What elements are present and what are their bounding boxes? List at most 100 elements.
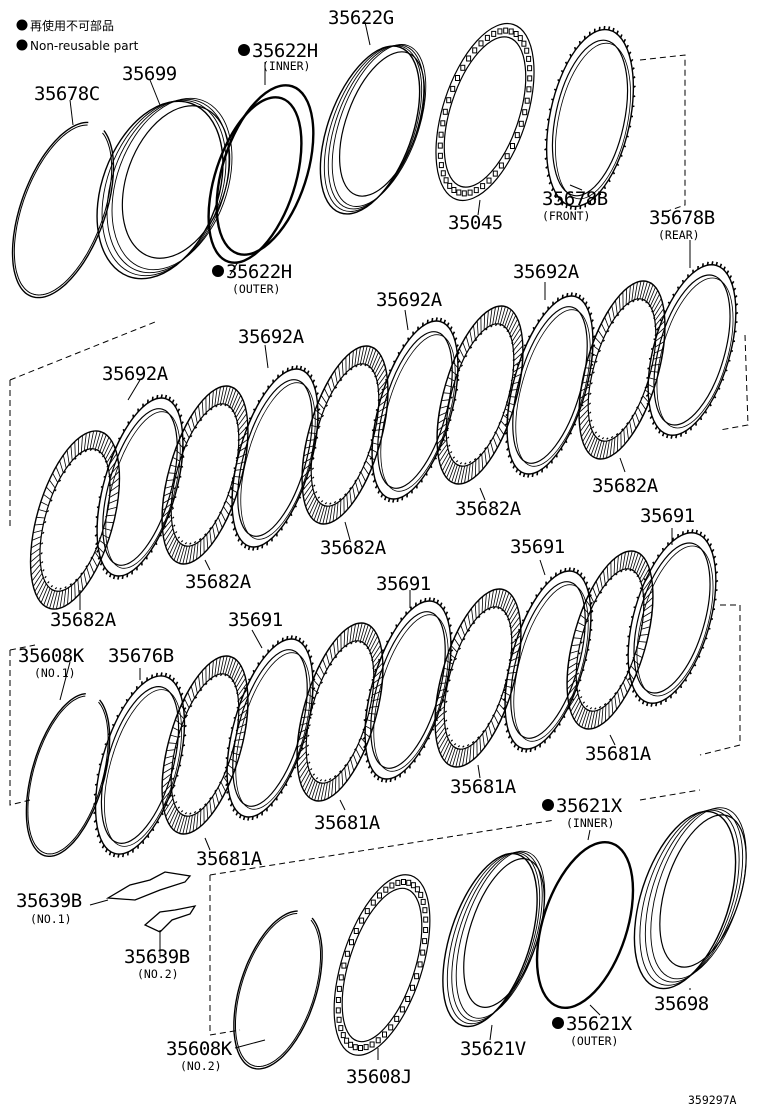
part-label-35691-4: 35691 — [640, 505, 695, 527]
leader-line — [589, 1004, 601, 1016]
part-label-35681A-4: 35681A — [585, 743, 652, 765]
spring-retainer-35608J-roller — [349, 939, 354, 946]
drum-35698-rim-0 — [633, 810, 737, 990]
spring-retainer-35608J-roller — [389, 882, 395, 889]
plate-35691-b-teeth — [362, 597, 454, 783]
leader-line — [479, 487, 486, 501]
bearing-35045-roller — [497, 28, 503, 35]
spring-retainer-35608J-roller — [395, 879, 401, 886]
part-label-35682A-2: 35682A — [185, 571, 252, 593]
plate-35691-a-edge — [235, 652, 311, 810]
part-label-35621X-outer: 35621X — [566, 1013, 633, 1035]
piston-35622G-rim-2 — [327, 44, 425, 210]
spring-retainer-35608J-roller — [344, 950, 350, 957]
disc-35682A-c — [301, 345, 389, 525]
part-label-35678B-front: 35678B — [542, 188, 608, 210]
spring-35639B-no1 — [105, 871, 192, 901]
part-label-35682A-1: 35682A — [50, 609, 117, 631]
leader-line — [619, 457, 626, 473]
spring-retainer-35608J-roller — [394, 1015, 400, 1022]
legend-line-english: Non-reusable part — [30, 39, 139, 53]
part-label-35692A-3: 35692A — [376, 289, 443, 311]
part-label-35678C: 35678C — [34, 83, 100, 105]
part-note-35678B-front: (FRONT) — [542, 209, 590, 223]
plate-35692A-a-inner — [102, 408, 178, 566]
spring-retainer-35608J-roller — [358, 1045, 363, 1051]
plate-35692A-c-teeth — [369, 317, 461, 503]
leader-line — [204, 559, 211, 571]
spring-retainer-35608J-roller — [344, 1037, 350, 1044]
bearing-35045-roller — [478, 40, 484, 47]
part-label-35692A-4: 35692A — [513, 261, 580, 283]
o-ring-35622H-inner — [215, 84, 315, 256]
part-label-35681A-3: 35681A — [450, 776, 517, 798]
snap-ring-35608K-no1-inner — [27, 695, 109, 855]
leader-line — [89, 899, 109, 906]
leader-line — [477, 199, 481, 216]
spring-retainer-35608J-roller — [414, 886, 420, 893]
part-label-35691-1: 35691 — [228, 609, 283, 631]
o-ring-35621X — [535, 840, 635, 1010]
bearing-35045-roller — [467, 189, 473, 196]
clutch-drum-35699-rim-3 — [111, 97, 233, 271]
disc-35681A-a — [161, 655, 249, 835]
plate-35691-c-teeth — [502, 567, 594, 753]
spring-retainer-35608J-roller — [401, 879, 406, 885]
bearing-35045-roller — [460, 64, 466, 71]
part-label-35691-3: 35691 — [510, 536, 565, 558]
piston-35621V-bore — [463, 858, 545, 1008]
spring-retainer-35608J-roller — [336, 985, 342, 992]
leader-line — [364, 21, 371, 46]
bearing-35045-roller — [442, 108, 448, 115]
bearing-35045-roller — [503, 27, 509, 34]
spring-retainer-35608J-outer — [333, 874, 431, 1056]
spring-retainer-35608J-roller — [420, 898, 426, 905]
part-note-35639B-no1: (NO.1) — [30, 912, 72, 926]
plate-35678B-rear-edge — [656, 277, 734, 429]
disc-35681A-c-outer — [434, 588, 522, 768]
disc-35682A-a-teeth — [40, 448, 112, 590]
part-label-35699: 35699 — [122, 63, 177, 85]
part-label-35639B-no1: 35639B — [16, 890, 82, 912]
spring-retainer-35608J-roller — [423, 927, 429, 933]
drum-35698-rim-1 — [639, 809, 740, 986]
disc-35681A-b-teeth — [306, 640, 375, 782]
disc-35681A-a-outer — [161, 655, 249, 835]
part-label-35682A-3: 35682A — [320, 537, 387, 559]
leader-line — [489, 1024, 493, 1041]
spring-retainer-35608J-roller — [410, 984, 415, 991]
part-label-35608K-no2: 35608K — [166, 1038, 233, 1060]
o-ring-35622H-outer — [207, 96, 303, 264]
plate-35678B-front-teeth — [544, 25, 636, 211]
plate-35692A-a-edge — [105, 411, 181, 569]
spring-retainer-35608J-roller — [336, 1016, 342, 1023]
group-box-middle — [9, 604, 741, 806]
piston-35621V — [442, 850, 546, 1028]
plate-35691-b-outer — [364, 600, 452, 780]
disc-35681A-a-hatch — [161, 655, 249, 835]
leader-line — [264, 344, 269, 369]
spring-retainer-35608J-roller — [422, 938, 428, 945]
bearing-35045-roller — [437, 142, 443, 149]
leader-line — [251, 629, 263, 649]
leader-line — [539, 559, 546, 576]
disc-35682A-b — [161, 385, 249, 565]
piston-35622G-bore — [339, 51, 425, 197]
spring-retainer-35608J-roller — [338, 1025, 344, 1032]
disc-35682A-e-teeth — [588, 298, 657, 440]
spring-retainer-35608J-roller — [399, 1006, 405, 1013]
plate-35678B-front-inner — [551, 39, 629, 197]
bearing-35045-roller — [526, 86, 532, 93]
part-label-35045: 35045 — [448, 212, 503, 234]
non-reusable-bullet-icon — [552, 1017, 564, 1029]
part-note-35621X-outer: (OUTER) — [570, 1034, 618, 1048]
spring-retainer-35608J-roller — [341, 962, 347, 969]
figure-number: 359297A — [688, 1093, 737, 1107]
disc-35682A-a-outer — [29, 430, 121, 610]
plate-35692A-b-inner — [237, 379, 313, 537]
part-label-35621X-inner: 35621X — [556, 795, 623, 817]
plate-35691-c — [502, 567, 594, 753]
spring-retainer-35608J-roller — [335, 1007, 341, 1014]
spring-retainer-35608J — [333, 874, 431, 1056]
